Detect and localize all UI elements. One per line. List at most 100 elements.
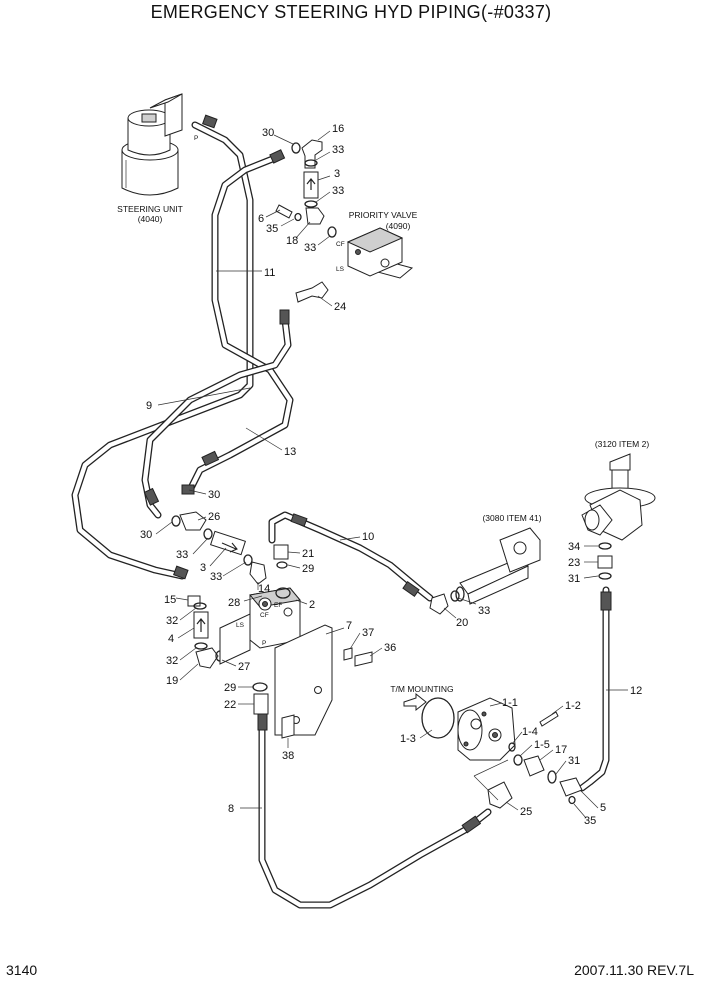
hose-12 [578,586,610,792]
revision-date: 2007.11.30 REV.7L [574,962,694,978]
callout: 31 [568,573,580,585]
callout: 38 [282,750,294,762]
callout: 18 [286,235,298,247]
callout: 16 [332,123,344,135]
component-3080-item-41 [455,527,541,605]
o-ring-32-lower [194,642,208,650]
callout: 30 [140,529,152,541]
hose-9 [71,121,254,580]
hose-13 [141,316,292,519]
o-ring-32-upper [193,602,207,610]
callout: 1-2 [565,700,581,712]
o-ring-33-b [304,200,318,208]
o-ring-31-upper [598,572,612,580]
o-ring-33-c [327,226,337,238]
callout: 7 [346,620,352,632]
callout: 33 [478,605,490,617]
o-ring-1-5 [513,754,523,766]
svg-text:EF: EF [274,602,282,609]
o-ring-31-lower [547,770,557,784]
washer-35 [294,212,302,222]
bolt-1-2 [539,711,559,727]
adapter-21 [273,544,289,560]
tee-26 [179,511,207,531]
elbow-5 [559,777,583,797]
page-title: EMERGENCY STEERING HYD PIPING(-#0337) [150,2,552,22]
washer-37 [343,647,353,661]
elbow-14 [249,561,267,585]
tee-24 [295,281,329,303]
callout: 35 [266,223,278,235]
ref-3120-label: (3120 ITEM 2) [595,439,649,449]
callout: 19 [166,675,178,687]
svg-text:LS: LS [336,266,345,273]
callout: 33 [332,144,344,156]
callout: 21 [302,548,314,560]
callout: 33 [304,242,316,254]
elbow-19 [195,647,219,669]
o-ring-1-4 [508,742,516,752]
callout: 26 [208,511,220,523]
o-ring-33-d [203,528,213,540]
callout: 1-5 [534,739,550,751]
callout: 24 [334,301,346,313]
bracket-7 [274,624,373,739]
callout: 33 [210,571,222,583]
o-ring-33-a [304,159,318,167]
washer-35-lower [568,795,576,805]
priority-valve-ref: (4090) [386,221,411,231]
callout: 36 [384,642,396,654]
callout: 9 [146,400,152,412]
check-valve-3-mid [209,530,247,556]
callout: 1-4 [522,726,538,738]
o-ring-30-upper [291,142,301,154]
bolt-38 [281,714,295,739]
callout: 29 [224,682,236,694]
o-ring-34 [598,542,612,550]
callout: 27 [238,661,250,673]
o-ring-33-f [450,590,460,602]
pump-1-1 [421,697,516,761]
svg-text:LS: LS [236,622,245,629]
callout: 20 [456,617,468,629]
callout: 12 [630,685,642,697]
steering-unit: P [121,93,198,196]
callout: 32 [166,615,178,627]
callout: 37 [362,627,374,639]
o-ring-1-3 [421,697,455,739]
callout: 5 [600,802,606,814]
priority-valve: CF LS [336,227,414,279]
o-ring-29-lower [252,682,268,692]
elbow-20 [429,593,449,615]
adapter-22 [253,693,269,715]
callout: 17 [555,744,567,756]
hose-8 [258,714,492,909]
component-3120-item-2 [581,453,656,541]
callout: 33 [176,549,188,561]
callout: 34 [568,541,580,553]
callout: 15 [164,594,176,606]
tm-mounting-label: T/M MOUNTING [390,684,453,694]
valve-block-2: LS CF EF P [219,587,301,665]
hose-10 [268,511,434,602]
callout: 8 [228,803,234,815]
callout: 28 [228,597,240,609]
adapter-23 [597,555,613,569]
priority-valve-label: PRIORITY VALVE [349,210,418,220]
o-ring-33-e [243,554,253,566]
hose-11 [186,154,294,494]
callout: 1-3 [400,733,416,745]
callout: 6 [258,213,264,225]
callouts: 30 16 33 3 33 6 35 18 33 11 24 9 13 30 2… [140,123,642,827]
callout: 25 [520,806,532,818]
callout: 23 [568,557,580,569]
callout: 14 [258,583,270,595]
mounting-arrow-icon [403,692,427,712]
callout: 13 [284,446,296,458]
callout: 1-1 [502,697,518,709]
tee-18 [305,207,325,225]
callout: 11 [264,267,275,279]
o-ring-29-upper [276,561,288,569]
ref-3080-label: (3080 ITEM 41) [482,513,541,523]
